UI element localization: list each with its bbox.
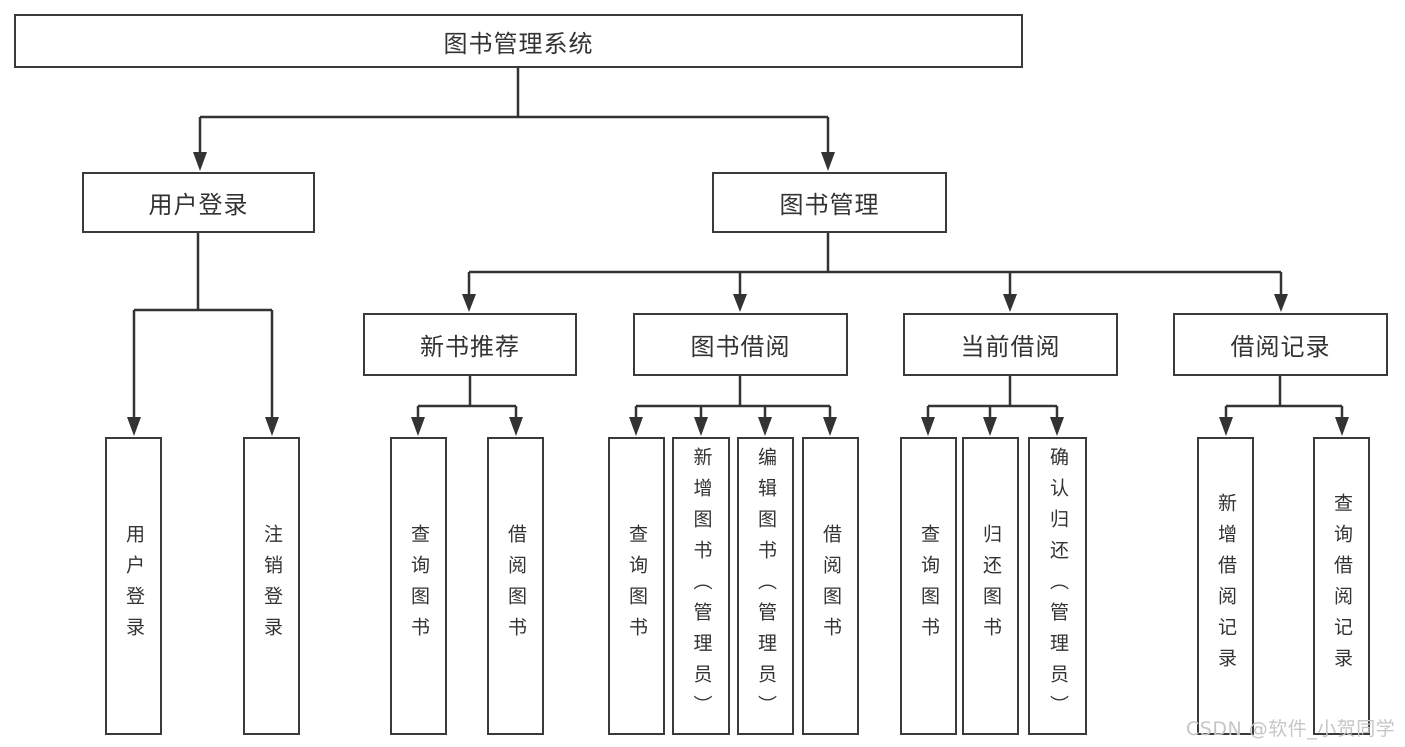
leaf-edit-book-admin: 编辑图书（管理员） [737,437,794,735]
node-book-borrow: 图书借阅 [633,313,848,376]
connector-user-login-children [127,233,279,436]
leaf-label: 查询图书 [626,524,648,648]
arrowhead [265,417,279,436]
leaf-label: 借阅图书 [505,524,527,648]
leaf-add-borrow-record: 新增借阅记录 [1197,437,1254,735]
leaf-label: 新增图书（管理员） [690,446,713,726]
leaf-borrow-books-borrow: 借阅图书 [802,437,859,735]
connector-book-borrow-children [629,376,837,436]
leaf-add-book-admin: 新增图书（管理员） [672,437,730,735]
leaf-label: 注销登录 [261,524,283,648]
leaf-logout: 注销登录 [243,437,300,735]
leaf-label: 编辑图书（管理员） [755,446,777,726]
arrowhead [1274,294,1288,312]
node-current-borrow: 当前借阅 [903,313,1118,376]
leaf-user-login: 用户登录 [105,437,162,735]
leaf-label: 确认归还（管理员） [1047,446,1069,726]
arrowhead [1003,294,1017,312]
leaf-query-books-recommend: 查询图书 [390,437,447,735]
leaf-query-books-current: 查询图书 [900,437,957,735]
arrowhead [823,417,837,436]
node-user-login: 用户登录 [82,172,315,233]
arrowhead [921,417,935,436]
arrowhead [1335,417,1349,436]
leaf-label: 查询借阅记录 [1331,493,1353,679]
arrowhead [462,294,476,312]
arrowhead [509,417,523,436]
arrowhead [694,417,708,436]
leaf-confirm-return-admin: 确认归还（管理员） [1028,437,1087,735]
connector-new-book-recommend-children [411,376,523,436]
leaf-label: 查询图书 [918,524,940,648]
connector-book-management-children [462,233,1288,312]
arrowhead [983,417,997,436]
connector-root-to-level1 [193,68,835,171]
leaf-label: 归还图书 [980,524,1002,648]
arrowhead [127,417,141,436]
connector-borrow-records-children [1219,376,1349,436]
leaf-label: 用户登录 [123,524,145,648]
arrowhead [411,417,425,436]
node-library-management-system: 图书管理系统 [14,14,1023,68]
arrowhead [629,417,643,436]
arrowhead [758,417,772,436]
connector-current-borrow-children [921,376,1064,436]
arrowhead [1050,417,1064,436]
leaf-label: 新增借阅记录 [1215,493,1237,679]
node-new-book-recommend: 新书推荐 [363,313,577,376]
leaf-borrow-books-recommend: 借阅图书 [487,437,544,735]
leaf-return-book: 归还图书 [962,437,1019,735]
node-book-management: 图书管理 [712,172,947,233]
arrowhead [193,152,207,171]
node-borrow-records: 借阅记录 [1173,313,1388,376]
leaf-query-borrow-record: 查询借阅记录 [1313,437,1370,735]
leaf-label: 借阅图书 [820,524,842,648]
arrowhead [733,294,747,312]
arrowhead [1219,417,1233,436]
leaf-query-books-borrow: 查询图书 [608,437,665,735]
leaf-label: 查询图书 [408,524,430,648]
arrowhead [821,152,835,171]
csdn-watermark: CSDN @软件_小贺同学 [1186,718,1396,740]
